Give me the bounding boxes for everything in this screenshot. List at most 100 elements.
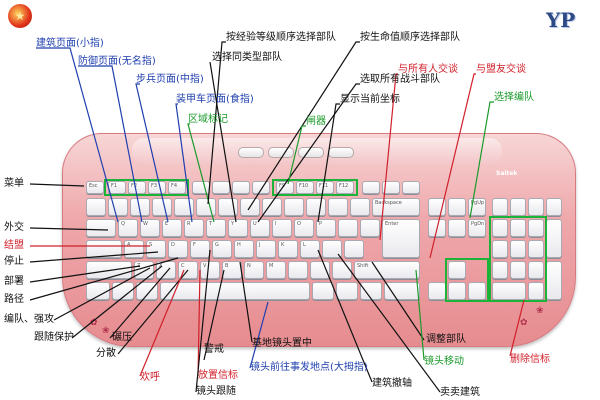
label-fangyu-page: 防御页面(无名指): [78, 56, 156, 67]
key-6: [218, 198, 238, 216]
key-z: Z: [134, 261, 154, 279]
key-minus: [328, 198, 348, 216]
key-n: N: [244, 261, 264, 279]
key-l: L: [300, 240, 320, 258]
f9-f12-highlight: [272, 179, 358, 196]
key-f8: [252, 181, 270, 194]
label-shanchu-xinbiao: 删除信标: [510, 354, 550, 365]
key-quote: [344, 240, 364, 258]
media-button: [328, 147, 354, 158]
key-print: [362, 181, 380, 194]
label-xuanze-tonglei: 选择同类型部队: [212, 52, 282, 63]
key-left: [428, 282, 446, 300]
key-pgup: PgUp: [468, 198, 486, 216]
key-8: [262, 198, 282, 216]
label-xianshi-zuobiao: 显示当前坐标: [340, 94, 400, 105]
key-esc: Esc: [86, 181, 104, 194]
brand-logo-icon: YP: [546, 8, 576, 32]
key-num4: [492, 240, 508, 258]
key-lwin: [112, 282, 134, 300]
key-equal: [350, 198, 370, 216]
flower-decoration-icon: ❀: [536, 306, 544, 316]
key-num6: [528, 240, 544, 258]
label-tingzhi: 停止: [4, 256, 24, 267]
key-enter: Enter: [382, 219, 420, 258]
key-home: [448, 198, 466, 216]
label-gensui-baohu: 跟随保护: [34, 332, 74, 343]
key-num-minus: [546, 198, 562, 216]
key-3: [152, 198, 172, 216]
label-bushu: 部署: [4, 276, 24, 287]
key-tilde: [86, 198, 106, 216]
label-jingtou-qianwang: 镜头前往事发地点(大拇指): [250, 362, 368, 373]
label-jingtou-gensui: 镜头跟随: [196, 386, 236, 397]
key-p: P: [316, 219, 336, 237]
key-1: [108, 198, 128, 216]
key-pgdn: PgDn: [468, 219, 486, 237]
key-num-div: [510, 198, 526, 216]
label-biandui-qiangong: 编队、强攻: [4, 314, 54, 325]
key-lbracket: [338, 219, 358, 237]
key-rshift: Shift: [354, 261, 420, 279]
key-0: [306, 198, 326, 216]
label-caidan: 菜单: [4, 178, 24, 189]
key-f5: [192, 181, 210, 194]
key-num7: [492, 219, 508, 237]
key-space: [160, 282, 310, 300]
key-lalt: [136, 282, 158, 300]
label-jianzhu-jiaodi: 建筑撤轴: [372, 378, 412, 389]
key-num2: [510, 261, 526, 279]
label-jiemeng: 结盟: [4, 240, 24, 251]
key-semicolon: [322, 240, 342, 258]
key-num-mul: [528, 198, 544, 216]
label-maimai-jianzhu: 卖卖建筑: [440, 387, 480, 398]
key-capslock: [86, 240, 122, 258]
key-k: K: [278, 240, 298, 258]
label-bubing-page: 步兵页面(中指): [136, 74, 204, 85]
f1-f4-highlight: [104, 179, 189, 196]
key-lshift: [86, 261, 132, 279]
key-r: R: [184, 219, 204, 237]
key-num9: [528, 219, 544, 237]
key-rctrl: [384, 282, 420, 300]
key-a: A: [124, 240, 144, 258]
key-7: [240, 198, 260, 216]
key-num0: [492, 282, 526, 300]
key-numlock: [492, 198, 508, 216]
flower-decoration-icon: ❀: [102, 326, 110, 336]
key-s: S: [146, 240, 166, 258]
key-num-enter: [546, 261, 562, 300]
label-zhuangjia-page: 装甲车页面(食指): [176, 94, 254, 105]
key-9: [284, 198, 304, 216]
key-backspace: Backspace: [372, 198, 420, 216]
label-jingtou-yidong: 镜头移动: [424, 356, 464, 367]
key-ralt: [312, 282, 334, 300]
key-comma: [288, 261, 308, 279]
key-q: Q: [118, 219, 138, 237]
key-num3: [528, 261, 544, 279]
label-yu-mengyou: 与盟友交谈: [476, 64, 526, 75]
key-h: H: [234, 240, 254, 258]
key-f: F: [190, 240, 210, 258]
key-g: G: [212, 240, 232, 258]
key-w: W: [140, 219, 160, 237]
numpad-highlight: [489, 216, 547, 302]
label-xuanqu-zhandou: 选取所有战斗部队: [360, 74, 440, 85]
label-waijiao: 外交: [4, 222, 24, 233]
key-lctrl: [86, 282, 110, 300]
key-rwin: [336, 282, 358, 300]
key-c: C: [178, 261, 198, 279]
key-e: E: [162, 219, 182, 237]
label-lujing: 路径: [4, 294, 24, 305]
label-yu-suoyouren: 与所有人交谈: [398, 64, 458, 75]
key-y: Y: [228, 219, 248, 237]
flower-decoration-icon: ✿: [520, 318, 528, 328]
key-insert: [428, 198, 446, 216]
key-2: [130, 198, 150, 216]
key-num8: [510, 219, 526, 237]
keyboard-brand: Saitek: [496, 170, 518, 177]
label-jianzhu-page: 建筑页面(小指): [36, 38, 104, 49]
label-nianya: 碾压: [112, 332, 132, 343]
label-tiaozheng-budui: 调整部队: [426, 334, 466, 345]
